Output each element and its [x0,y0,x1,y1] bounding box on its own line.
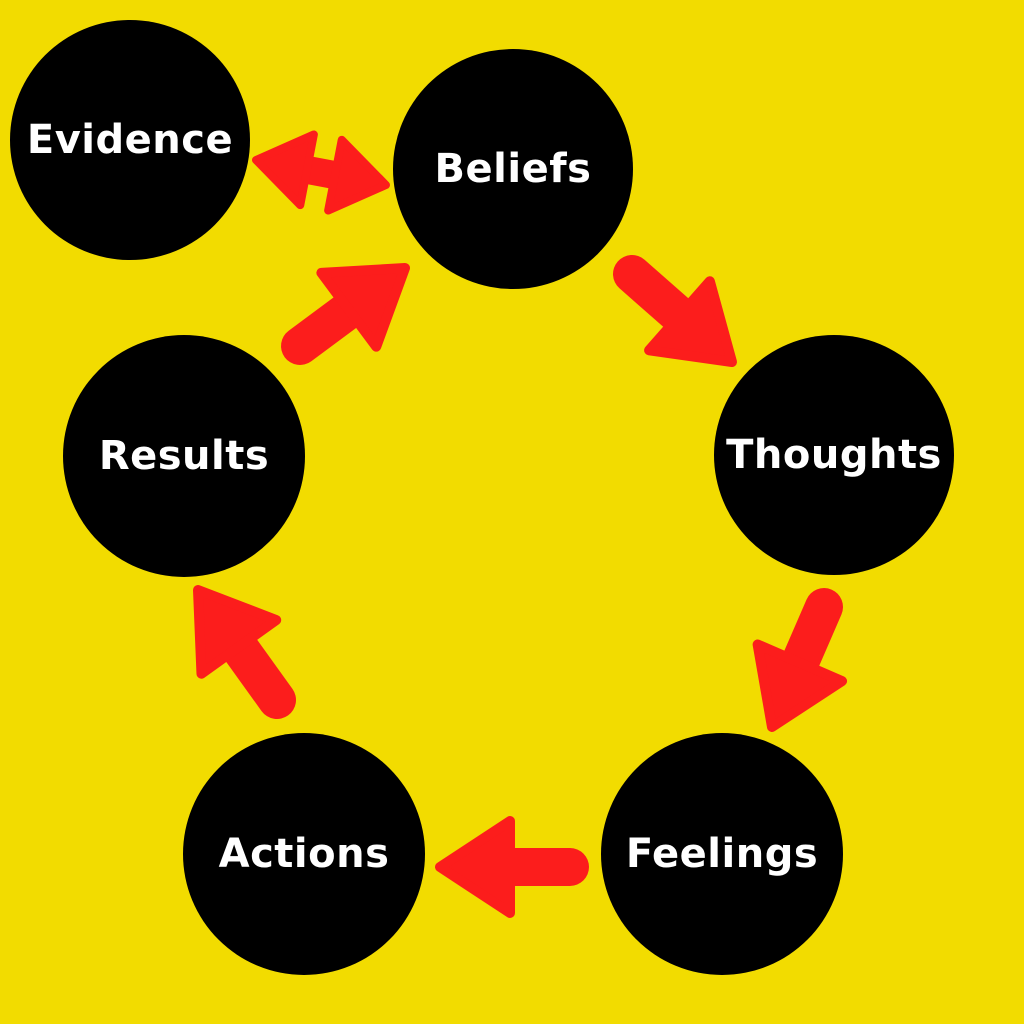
node-thoughts-label: Thoughts [726,432,942,478]
node-actions-label: Actions [218,831,390,877]
arrow-evidence-beliefs-head-end [324,135,390,215]
arrow-actions-results [193,585,296,719]
arrow-evidence-beliefs-shaft [304,156,338,189]
arrow-beliefs-thoughts [613,255,737,367]
arrow-actions-results-head [193,585,282,679]
arrow-beliefs-thoughts-head [644,276,737,367]
node-beliefs-label: Beliefs [434,146,592,192]
arrow-feelings-actions [435,816,589,918]
node-feelings-label: Feelings [625,831,819,877]
node-feelings: Feelings [601,733,843,975]
node-thoughts: Thoughts [714,335,954,575]
arrow-thoughts-feelings [752,588,848,732]
arrow-evidence-beliefs [252,130,390,215]
arrow-evidence-beliefs-head-start [252,130,318,210]
node-actions: Actions [183,733,425,975]
arrow-results-beliefs [281,263,410,365]
arrow-results-beliefs-head [316,263,410,352]
arrow-feelings-actions-head [435,816,515,918]
node-results: Results [63,335,305,577]
node-results-label: Results [98,433,270,479]
node-evidence-label: Evidence [26,117,234,163]
arrow-thoughts-feelings-head [752,639,848,732]
node-beliefs: Beliefs [393,49,633,289]
node-evidence: Evidence [10,20,250,260]
